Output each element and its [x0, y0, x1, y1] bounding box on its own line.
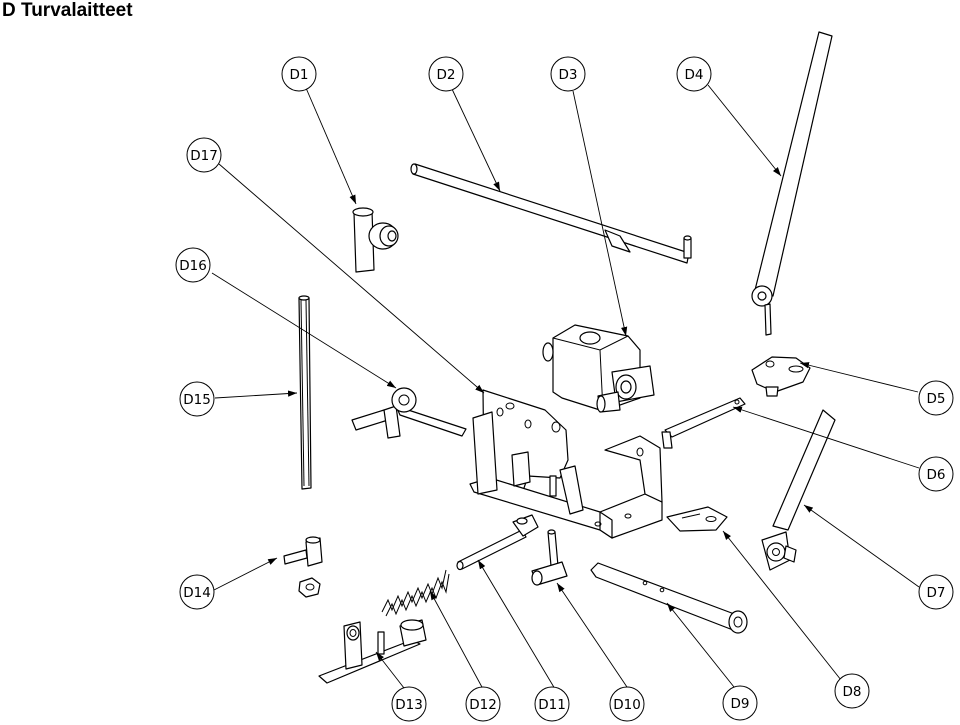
callout-d7: D7	[918, 574, 954, 610]
svg-text:D17: D17	[190, 148, 218, 164]
svg-text:D13: D13	[395, 697, 423, 713]
callout-d14: D14	[179, 574, 215, 610]
callout-d3: D3	[550, 56, 586, 92]
svg-text:D4: D4	[685, 67, 704, 83]
part-d17-frame	[469, 389, 663, 539]
callout-d8: D8	[834, 673, 870, 709]
svg-text:D8: D8	[843, 684, 862, 700]
svg-text:D7: D7	[927, 585, 946, 601]
callout-d6: D6	[918, 456, 954, 492]
callout-d16: D16	[175, 247, 211, 283]
svg-text:D14: D14	[183, 585, 211, 601]
callout-d9: D9	[722, 685, 758, 721]
part-d1-sleeve	[352, 207, 399, 273]
part-d4-lever	[751, 31, 833, 336]
svg-text:D15: D15	[183, 392, 211, 408]
svg-text:D9: D9	[731, 696, 750, 712]
part-d9-arm	[590, 562, 748, 634]
part-d10-pin	[531, 529, 568, 586]
callout-d17: D17	[186, 137, 222, 173]
part-d7-lever	[761, 409, 836, 571]
part-d16-strap	[351, 387, 467, 439]
svg-text:D5: D5	[927, 391, 946, 407]
svg-text:D3: D3	[559, 67, 578, 83]
svg-text:D10: D10	[613, 697, 641, 713]
part-d5-cam-plate	[751, 356, 811, 397]
callout-d2: D2	[428, 56, 464, 92]
callout-d13: D13	[391, 686, 427, 722]
callout-d1: D1	[281, 56, 317, 92]
part-d3-valve	[542, 324, 655, 413]
callout-d5: D5	[918, 380, 954, 416]
svg-text:D12: D12	[469, 697, 497, 713]
svg-text:D16: D16	[179, 258, 207, 274]
part-d14-screw-nut	[283, 536, 323, 598]
svg-text:D1: D1	[290, 67, 309, 83]
part-d8-plate	[666, 506, 728, 532]
svg-text:D6: D6	[927, 467, 946, 483]
part-d12-spring	[381, 569, 450, 617]
part-d2-rod	[410, 163, 692, 264]
part-d13-bracket	[318, 619, 427, 684]
part-d15-rod	[298, 295, 312, 490]
callout-d15: D15	[179, 381, 215, 417]
callout-d10: D10	[609, 686, 645, 722]
page-title: D Turvalaitteet	[2, 0, 133, 21]
part-d11-pin	[456, 514, 539, 571]
callout-d11: D11	[534, 686, 570, 722]
callout-d4: D4	[676, 56, 712, 92]
callout-d12: D12	[465, 686, 501, 722]
leader-lines	[211, 84, 920, 691]
svg-text:D11: D11	[538, 697, 566, 713]
part-d6-link	[661, 397, 746, 449]
svg-text:D2: D2	[437, 67, 456, 83]
